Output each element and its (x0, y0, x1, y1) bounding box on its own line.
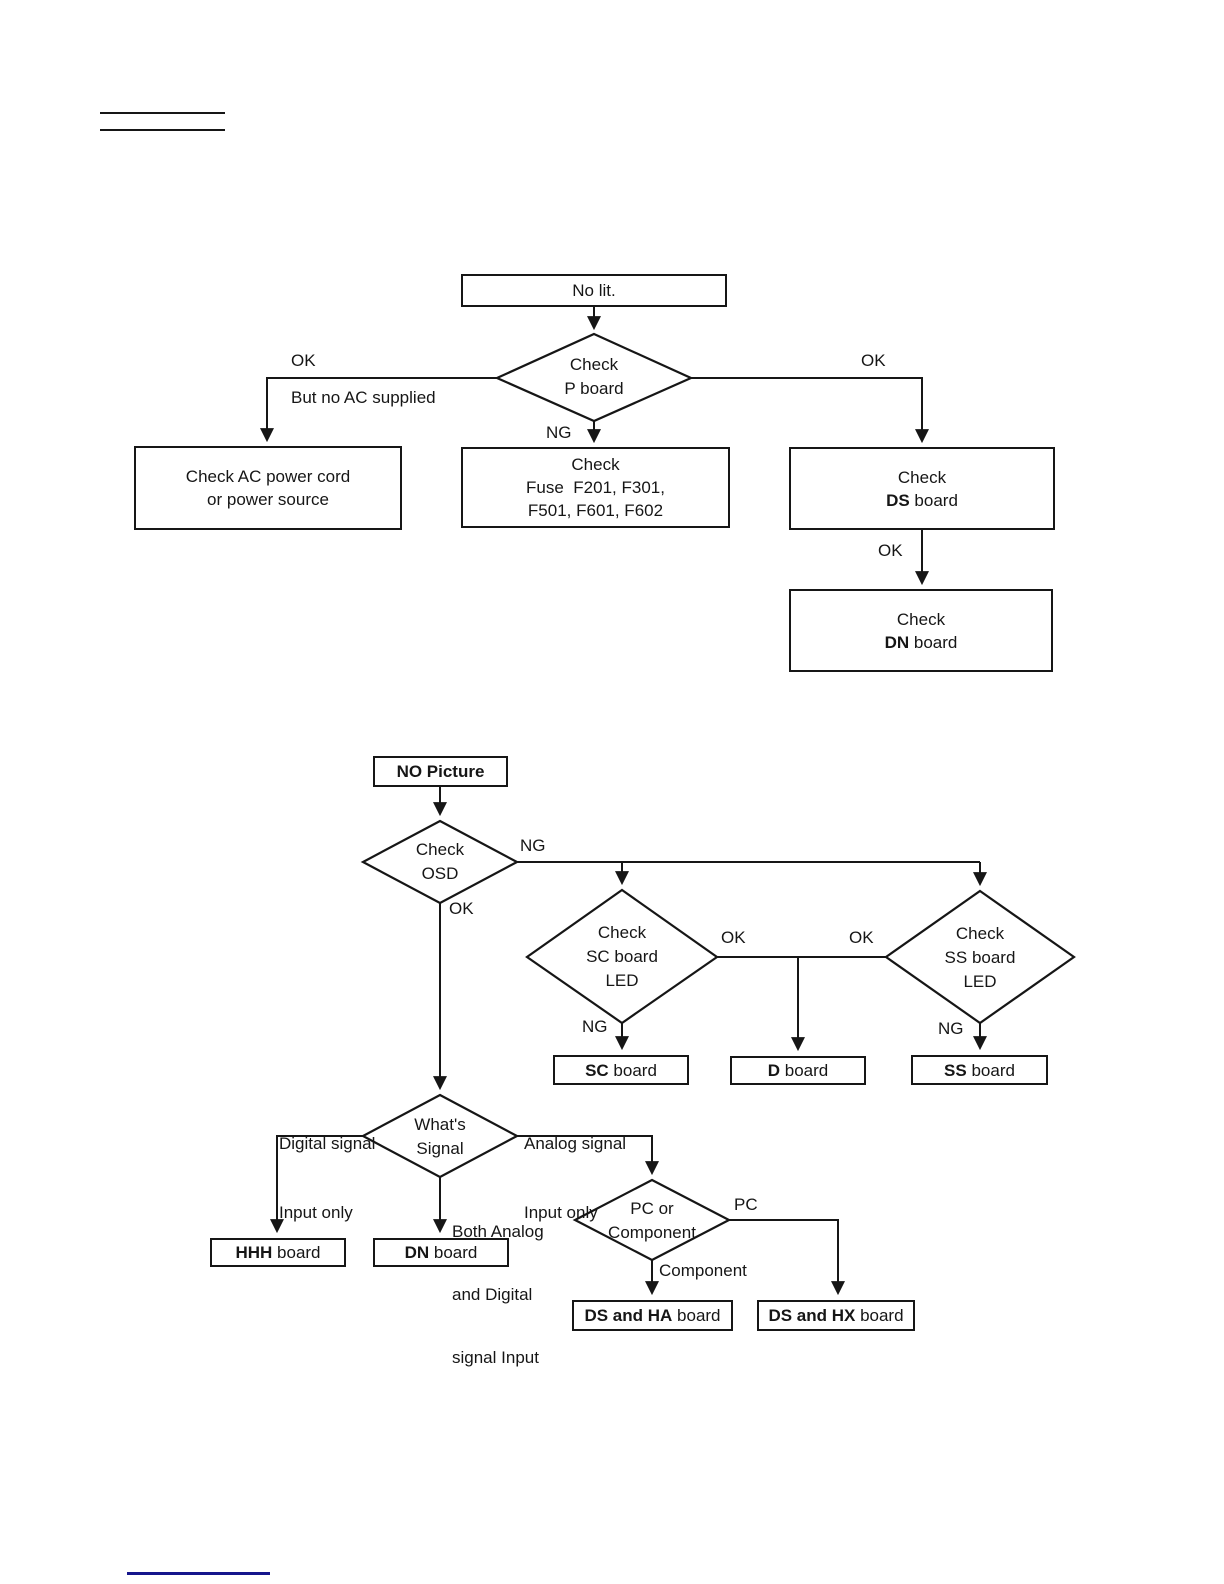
diamond-check-sc-led (525, 888, 719, 1025)
edge-label-ng-ss: NG (938, 1019, 964, 1038)
edge-label-but-no-ac: But no AC supplied (291, 388, 436, 407)
node-no-lit: No lit. (461, 274, 727, 307)
edge-label-both-signal: Both Analog and Digital signal Input (452, 1222, 544, 1367)
header-rule-top (100, 112, 225, 114)
edge-label-ok-osd: OK (449, 899, 474, 918)
diamond-check-ss-led (884, 889, 1076, 1025)
diamond-check-osd (360, 819, 520, 905)
node-dn-board: DN board (373, 1238, 509, 1267)
edge-label-analog-signal: Analog signal Input only (524, 1134, 627, 1222)
diamond-check-p-board (494, 332, 694, 423)
edge-label-ng: NG (546, 423, 572, 442)
node-check-ds-board: Check DS board (789, 447, 1055, 530)
edge-label-ok-mid: OK (878, 541, 903, 560)
node-no-picture: NO Picture (373, 756, 508, 787)
node-d-board: D board (730, 1056, 866, 1085)
edge-label-pc: PC (734, 1195, 758, 1214)
edge-label-ok-sc: OK (721, 928, 746, 947)
node-sc-board: SC board (553, 1055, 689, 1085)
flow2-wires (270, 787, 987, 1296)
edge-label-digital-signal: Digital signal Input only (279, 1134, 376, 1222)
flow1-wires (260, 307, 929, 586)
node-check-ac-power: Check AC power cord or power source (134, 446, 402, 530)
node-check-dn-board: Check DN board (789, 589, 1053, 672)
edge-label-ng-sc: NG (582, 1017, 608, 1036)
edge-label-ok-ss: OK (849, 928, 874, 947)
decision-diamonds (360, 332, 1076, 1262)
footer-link-underline (127, 1572, 270, 1575)
edge-label-component: Component (659, 1261, 747, 1280)
node-ds-hx-board: DS and HX board (757, 1300, 915, 1331)
node-check-fuse: Check Fuse F201, F301, F501, F601, F602 (461, 447, 730, 528)
node-ss-board: SS board (911, 1055, 1048, 1085)
node-ds-ha-board: DS and HA board (572, 1300, 733, 1331)
header-rule-bottom (100, 129, 225, 131)
node-no-lit-label: No lit. (572, 281, 616, 300)
diamond-whats-signal (360, 1093, 520, 1179)
diamond-pc-or-component (572, 1178, 732, 1262)
edge-label-ok-left: OK (291, 351, 316, 370)
node-hhh-board: HHH board (210, 1238, 346, 1267)
edge-label-ok-right: OK (861, 351, 886, 370)
edge-label-ng-osd: NG (520, 836, 546, 855)
